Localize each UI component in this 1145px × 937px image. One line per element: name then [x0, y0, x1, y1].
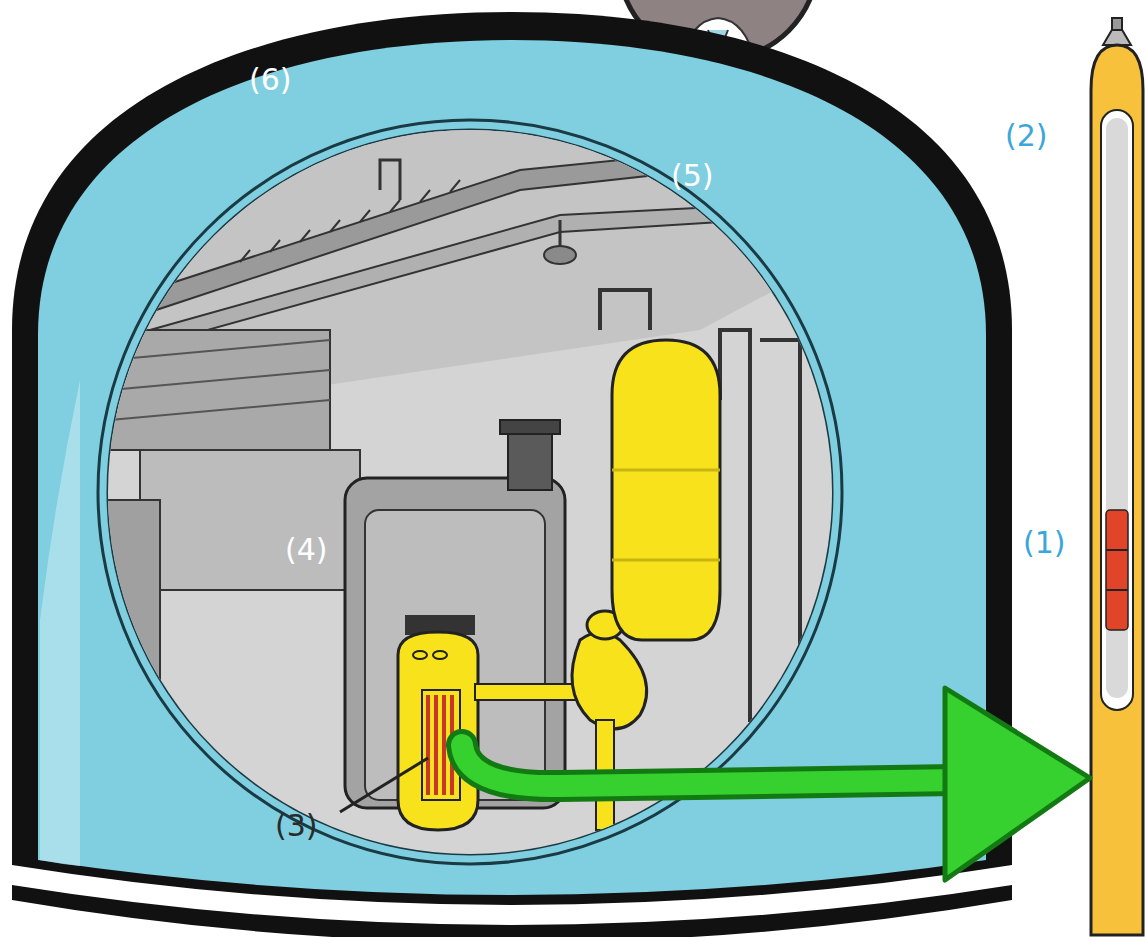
containment-wall — [38, 40, 986, 895]
containment-outer — [12, 12, 1012, 920]
callout-number: (2) — [1002, 118, 1051, 153]
callout-number: (4) — [282, 532, 331, 567]
fuel-rod — [1091, 18, 1143, 935]
green-arrow — [462, 688, 1090, 880]
callout-number: (6) — [246, 62, 295, 97]
leader-line — [340, 758, 428, 812]
steam-generator — [612, 340, 720, 640]
callout-number: (1) — [1020, 525, 1069, 560]
callout-number: (5) — [668, 158, 717, 193]
callout-number: (3) — [272, 808, 321, 843]
